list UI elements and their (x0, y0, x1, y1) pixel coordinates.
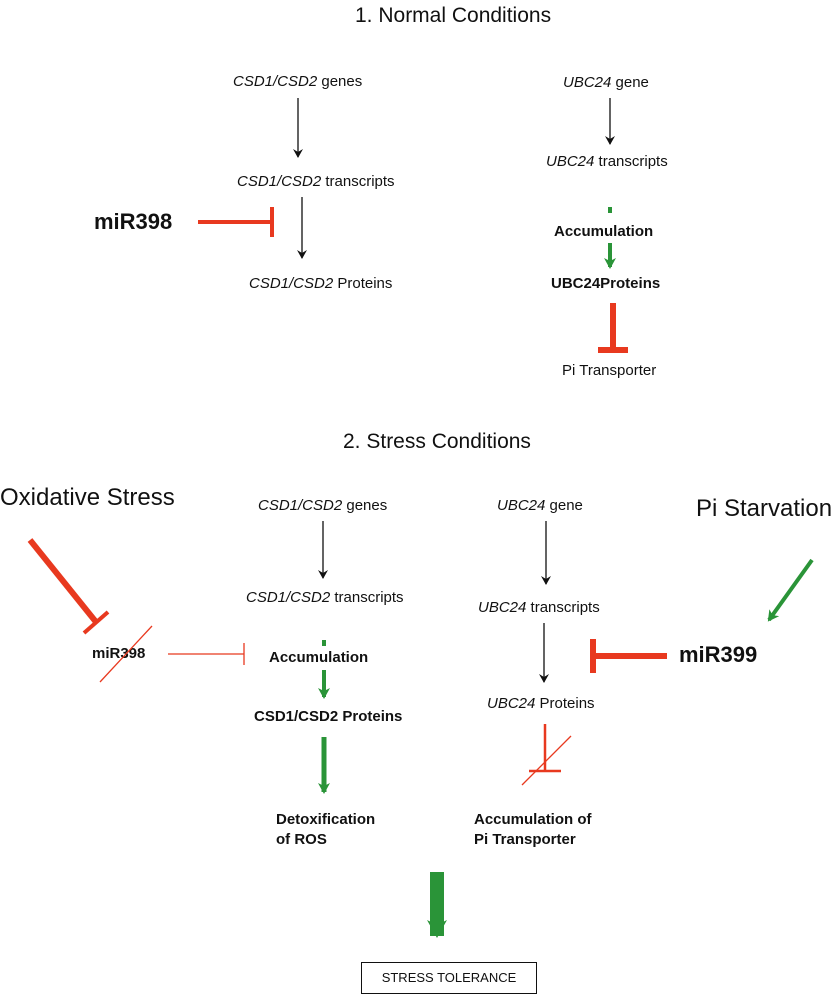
csd-transcripts-stress-name: CSD1/CSD2 (246, 589, 331, 606)
inhibit-ubc-proteins-pi-transporter (598, 303, 628, 353)
ubc-gene-stress-suffix: gene (545, 497, 583, 514)
csd-transcripts-name: CSD1/CSD2 (237, 173, 322, 190)
accumulation-stress-label: Accumulation (269, 649, 369, 666)
ubc-gene-stress-name: UBC24 (497, 497, 546, 514)
ubc-proteins-normal-label: UBC24Proteins (551, 275, 661, 292)
mir399-label: miR399 (679, 642, 758, 667)
ubc-gene-name: UBC24 (563, 74, 612, 91)
detox-label-line2: of ROS (276, 831, 327, 848)
strikethrough-mir398 (99, 625, 153, 683)
csd-transcripts-stress-label: CSD1/CSD2 transcripts (246, 589, 404, 607)
inhibit-ubc-proteins-pi-transporter-blocked (521, 724, 572, 786)
ubc-transcripts-name: UBC24 (546, 153, 595, 170)
ubc-proteins-stress-label: UBC24 Proteins (487, 695, 595, 713)
detox-label-line1: Detoxification (276, 811, 376, 828)
ubc-transcripts-stress-name: UBC24 (478, 599, 527, 616)
csd-proteins-stress-label: CSD1/CSD2 Proteins (254, 708, 403, 725)
csd-transcripts-suffix: transcripts (321, 173, 395, 190)
csd-genes-stress-label: CSD1/CSD2 genes (258, 497, 387, 515)
ubc-transcripts-suffix: transcripts (594, 153, 668, 170)
ubc-proteins-stress-suffix: Proteins (535, 695, 595, 712)
ubc-transcripts-stress-suffix: transcripts (526, 599, 600, 616)
ubc-gene-suffix: gene (611, 74, 649, 91)
ubc-proteins-stress-name: UBC24 (487, 695, 536, 712)
section1-title: 1. Normal Conditions (355, 4, 552, 27)
inhibit-mir398-normal (198, 207, 274, 237)
ubc-gene-label: UBC24 gene (563, 74, 649, 92)
pi-transporter-normal-label: Pi Transporter (562, 362, 657, 379)
csd-genes-stress-name: CSD1/CSD2 (258, 497, 343, 514)
mir398-stress-label: miR398 (92, 645, 146, 662)
mir398-normal-label: miR398 (94, 209, 173, 234)
pi-accum-label-line1: Accumulation of (474, 811, 592, 828)
csd-transcripts-label: CSD1/CSD2 transcripts (237, 173, 395, 191)
ubc-transcripts-stress-label: UBC24 transcripts (478, 599, 600, 617)
csd-genes-stress-suffix: genes (342, 497, 388, 514)
arrow-pi-starvation-to-mir399 (767, 558, 814, 622)
csd-genes-label: CSD1/CSD2 genes (233, 73, 362, 91)
csd-proteins-label: CSD1/CSD2 Proteins (249, 275, 392, 293)
inhibit-mir399-ubc (590, 639, 667, 673)
ubc-transcripts-label: UBC24 transcripts (546, 153, 668, 171)
inhibit-oxidative-stress-mir398 (27, 538, 110, 635)
inhibit-mir398-stress-weak (168, 643, 245, 665)
oxidative-stress-label: Oxidative Stress (0, 484, 175, 511)
pi-accum-label-line2: Pi Transporter (474, 831, 576, 848)
csd-genes-suffix: genes (317, 73, 363, 90)
csd-genes-name: CSD1/CSD2 (233, 73, 318, 90)
stress-tolerance-box: STRESS TOLERANCE (361, 962, 537, 994)
ubc-gene-stress-label: UBC24 gene (497, 497, 583, 515)
csd-transcripts-stress-suffix: transcripts (330, 589, 404, 606)
csd-proteins-name: CSD1/CSD2 (249, 275, 334, 292)
csd-proteins-suffix: Proteins (333, 275, 393, 292)
section2-title: 2. Stress Conditions (343, 430, 531, 453)
accumulation-normal-label: Accumulation (554, 223, 654, 240)
pi-starvation-label: Pi Starvation (696, 495, 833, 522)
